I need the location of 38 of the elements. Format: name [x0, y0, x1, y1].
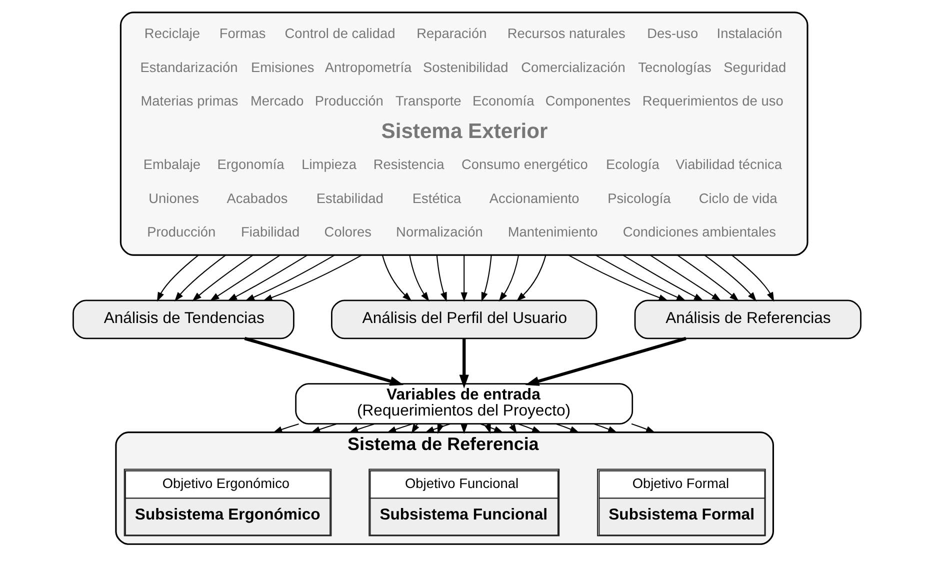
- arrow: [228, 254, 308, 302]
- arrow: [386, 423, 412, 433]
- arrow: [262, 254, 362, 301]
- arrow: [382, 255, 412, 302]
- arrow: [556, 423, 580, 433]
- node-box: Análisis de Referencias: [634, 300, 862, 340]
- arrow: [459, 338, 469, 388]
- node-box: Reciclaje Formas Control de calidad Reparación Recursos naturales Des-uso Instalación Estandarización Emisiones Antropometría Sostenibilidad Comercialización Tecnologías Seguridad Materias primas Mercado Producción Transporte Economía Componentes Requerimientos de uso Sistema Exterior Embalaje Ergonomía Limpieza Resistencia Consumo energético Ecología Viabilidad técnica Uniones Acabados Estabilidad Estética Accionamiento Psicología Ciclo de vida Producción Fiabilidad Colores Normalización Mantenimiento Condiciones ambientales: [120, 12, 808, 256]
- arrow: [732, 254, 774, 302]
- arrow: [272, 423, 299, 433]
- arrow: [348, 423, 375, 433]
- arrow: [310, 423, 337, 433]
- arrow: [677, 254, 739, 302]
- arrow: [481, 255, 492, 302]
- arrow: [594, 423, 618, 433]
- arrow: [622, 254, 704, 302]
- arrow: [244, 336, 404, 386]
- arrow: [525, 336, 686, 386]
- node-box: Análisis de Tendencias: [72, 300, 294, 340]
- arrow: [704, 254, 757, 302]
- arrow: [518, 423, 542, 433]
- node-box: Análisis del Perfil del Usuario: [331, 300, 598, 340]
- arrow: [596, 254, 686, 302]
- arrow: [568, 254, 668, 301]
- arrow: [498, 255, 520, 302]
- arrow: [192, 254, 254, 302]
- arrow: [460, 255, 468, 302]
- arrow: [436, 255, 447, 302]
- arrow: [174, 254, 226, 302]
- arrow: [244, 254, 335, 302]
- arrow: [650, 254, 722, 302]
- arrow: [411, 424, 420, 434]
- arrow: [156, 254, 199, 302]
- arrow: [210, 254, 280, 302]
- arrow: [516, 255, 546, 302]
- arrow: [409, 255, 430, 302]
- arrow: [460, 424, 468, 434]
- arrow: [631, 423, 656, 433]
